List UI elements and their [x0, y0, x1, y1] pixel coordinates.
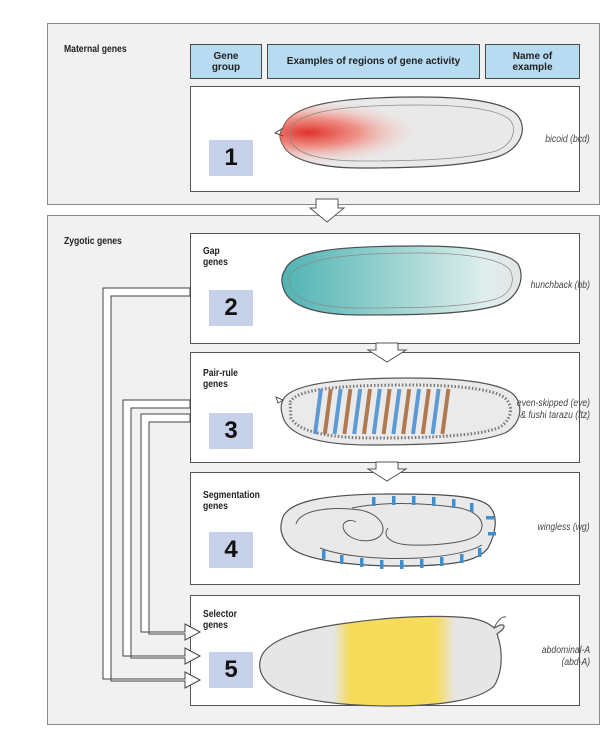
gene-group-label-segmentation: Segmentation genes — [203, 490, 260, 512]
wingless-band — [340, 555, 344, 564]
gene-group-number: 3 — [209, 413, 253, 449]
wingless-band — [322, 550, 326, 559]
wingless-band — [478, 548, 482, 557]
header-example-name: Name of example — [485, 44, 580, 79]
header-gene-group-label: Gene group — [211, 50, 241, 73]
wingless-band — [372, 497, 376, 506]
eve-stripe — [411, 388, 421, 435]
example-name-hunchback: hunchback (hb) — [530, 280, 590, 291]
down-arrow-pair-rule-to-segmentation — [366, 461, 408, 482]
example-name-pair-rule: even-skipped (eve) & fushi tarazu (ftz) — [516, 398, 590, 421]
zygotic-genes-title: Zygotic genes — [64, 236, 122, 247]
header-regions-label: Examples of regions of gene activity — [286, 56, 461, 67]
wingless-band — [380, 560, 384, 569]
ftz-stripe — [381, 388, 392, 435]
wingless-band — [440, 557, 444, 566]
segmentation-embryo — [280, 493, 496, 567]
wingless-band — [486, 516, 494, 520]
gene-group-number: 1 — [209, 140, 253, 176]
wingless-band — [360, 558, 364, 567]
ftz-stripe — [342, 388, 353, 435]
header-regions: Examples of regions of gene activity — [267, 44, 480, 79]
ftz-stripe — [362, 388, 372, 435]
eve-stripe — [352, 388, 363, 435]
ftz-stripe — [420, 388, 431, 435]
eve-stripe — [332, 388, 343, 435]
gene-group-label-gap: Gap genes — [203, 246, 228, 268]
eve-stripe — [391, 388, 402, 435]
wingless-band — [488, 532, 496, 536]
gene-group-number: 2 — [209, 290, 253, 326]
gene-group-number: 5 — [209, 652, 253, 688]
maternal-genes-title: Maternal genes — [64, 44, 127, 55]
selector-larva — [259, 615, 507, 707]
example-name-wingless: wingless (wg) — [537, 522, 590, 533]
ftz-stripe — [322, 388, 333, 435]
header-example-label: Name of example — [512, 50, 553, 73]
gene-group-label-selector: Selector genes — [203, 609, 237, 631]
ftz-stripe — [401, 388, 412, 435]
arrow-gap-to-selector — [102, 287, 202, 689]
bicoid-embryo — [273, 96, 523, 169]
header-gene-group: Gene group — [190, 44, 262, 79]
down-arrow-gap-to-pair-rule — [366, 342, 408, 363]
pair-rule-stripes — [313, 388, 451, 435]
example-name-abdominal-a: abdominal-A (abd-A) — [541, 645, 590, 668]
arrow-pair-rule-to-selector — [122, 399, 202, 665]
wingless-band — [420, 559, 424, 568]
eve-stripe — [371, 388, 382, 435]
wingless-band — [470, 503, 474, 512]
regulatory-arrows — [102, 287, 202, 689]
wingless-band — [392, 496, 396, 505]
down-arrow-maternal-to-zygotic — [308, 198, 346, 223]
ftz-stripe — [440, 388, 451, 435]
wingless-band — [452, 499, 456, 508]
wingless-band — [432, 497, 436, 506]
eve-stripe — [430, 388, 441, 435]
wingless-band — [400, 560, 404, 569]
wingless-band — [412, 496, 416, 505]
wingless-band — [460, 554, 464, 563]
wingless-bands — [322, 496, 496, 569]
hunchback-embryo — [281, 245, 522, 316]
eve-stripe — [313, 388, 323, 435]
example-name-bicoid: bicoid (bcd) — [545, 134, 590, 145]
gene-group-number: 4 — [209, 532, 253, 568]
arrow-pair-rule-inner-to-selector — [140, 413, 202, 641]
gene-group-label-pair-rule: Pair-rule genes — [203, 368, 238, 390]
